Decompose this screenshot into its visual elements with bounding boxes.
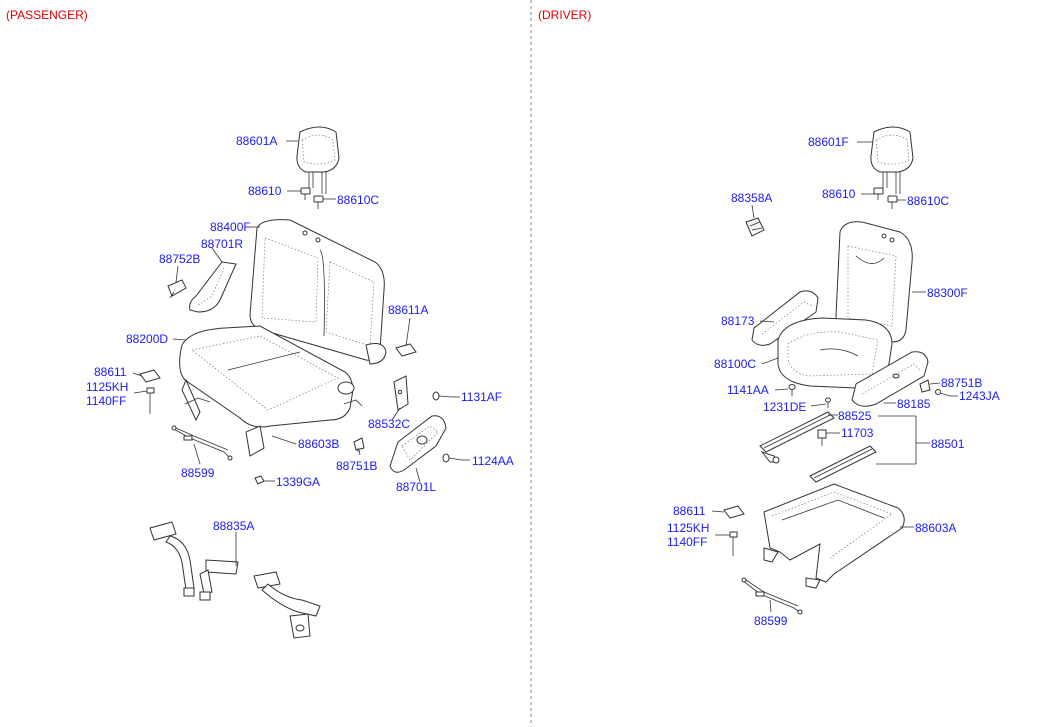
passenger-cushion-drawing: [179, 325, 363, 457]
driver-screws-drawing: [788, 384, 831, 408]
driver-knob-drawing: [745, 217, 765, 237]
driver-label-bolt-a: 1125KH: [667, 521, 709, 535]
driver-rail-drawing: [759, 411, 877, 483]
passenger-label-frame: 88603B: [298, 437, 339, 451]
driver-label-wire: 88599: [754, 614, 788, 628]
passenger-label-belt-buckle: 88835A: [213, 519, 254, 533]
driver-label-back: 88300F: [927, 286, 968, 300]
driver-wire-drawing: [741, 577, 803, 615]
passenger-label-cover-left: 88611: [94, 365, 127, 379]
passenger-label-bolt-a: 1125KH: [86, 380, 128, 394]
driver-label-clip: 88751B: [941, 376, 982, 390]
driver-label-cushion: 88100C: [714, 357, 756, 371]
passenger-screw-a-drawing: [432, 391, 453, 401]
driver-label-headrest: 88601F: [808, 135, 849, 149]
passenger-label-back: 88400F: [210, 220, 251, 234]
driver-label-knob: 88358A: [731, 191, 772, 205]
passenger-label-screw-b: 1124AA: [472, 454, 514, 468]
passenger-screw-b-drawing: [442, 453, 463, 463]
passenger-label-hinge-cover: 88611A: [388, 303, 428, 317]
passenger-headrest-drawing: [296, 126, 340, 194]
driver-armrest-drawing: [751, 290, 819, 346]
passenger-label-cushion: 88200D: [126, 332, 168, 346]
passenger-label-bracket: 88532C: [368, 417, 410, 431]
passenger-wire-drawing: [171, 425, 233, 461]
driver-label-guide-lock: 88610C: [907, 194, 949, 208]
driver-label-armrest: 88173: [721, 314, 755, 328]
passenger-back-cover-drawing: [167, 261, 237, 313]
passenger-label-wire: 88599: [181, 466, 215, 480]
driver-clip-drawing: [919, 379, 951, 397]
passenger-label-guide-lock: 88610C: [337, 193, 379, 207]
passenger-bracket-drawing: [393, 375, 409, 411]
driver-label-rail-upper: 88525: [838, 409, 872, 423]
passenger-hinge-cover-drawing: [395, 343, 417, 357]
passenger-label-back-cover-right: 88701R: [201, 237, 243, 251]
passenger-nut-drawing: [254, 475, 265, 485]
driver-shield-drawing: [851, 351, 929, 407]
passenger-guide-drawing: [300, 187, 324, 209]
passenger-label-side-cover-left: 88701L: [396, 480, 436, 494]
driver-headrest-drawing: [870, 126, 914, 194]
passenger-label-nut: 1339GA: [276, 475, 320, 489]
passenger-label-bolt-b: 1140FF: [86, 394, 126, 408]
driver-label-cover: 88611: [673, 504, 706, 518]
passenger-label-screw-a: 1131AF: [461, 390, 502, 404]
driver-label-rail-assy: 88501: [931, 437, 965, 451]
driver-label-screw-b: 1231DE: [763, 400, 806, 414]
passenger-section-title: (PASSENGER): [6, 8, 88, 22]
driver-guide-drawing: [873, 187, 898, 209]
driver-label-rail-bolt: 11703: [841, 426, 874, 440]
driver-label-screw-c: 1243JA: [959, 389, 1000, 403]
driver-cover-drawing: [723, 505, 745, 556]
driver-section-title: (DRIVER): [538, 8, 591, 22]
passenger-label-headrest: 88601A: [236, 134, 277, 148]
driver-label-frame: 88603A: [915, 521, 956, 535]
passenger-clip-drawing: [353, 437, 365, 452]
driver-label-bolt-b: 1140FF: [667, 535, 707, 549]
passenger-side-cover-left-drawing: [389, 415, 447, 473]
passenger-seat-back-drawing: [249, 219, 387, 365]
passenger-cover-left-drawing: [139, 369, 161, 414]
passenger-label-recliner-cover: 88752B: [159, 252, 200, 266]
passenger-label-clip: 88751B: [336, 459, 377, 473]
driver-label-screw-a: 1141AA: [727, 383, 769, 397]
driver-frame-drawing: [763, 483, 905, 589]
passenger-label-guide: 88610: [248, 184, 282, 198]
driver-label-shield: 88185: [897, 397, 931, 411]
driver-label-guide: 88610: [822, 187, 856, 201]
passenger-seat-belt-drawing: [149, 521, 321, 639]
driver-seat-back-drawing: [835, 221, 913, 343]
